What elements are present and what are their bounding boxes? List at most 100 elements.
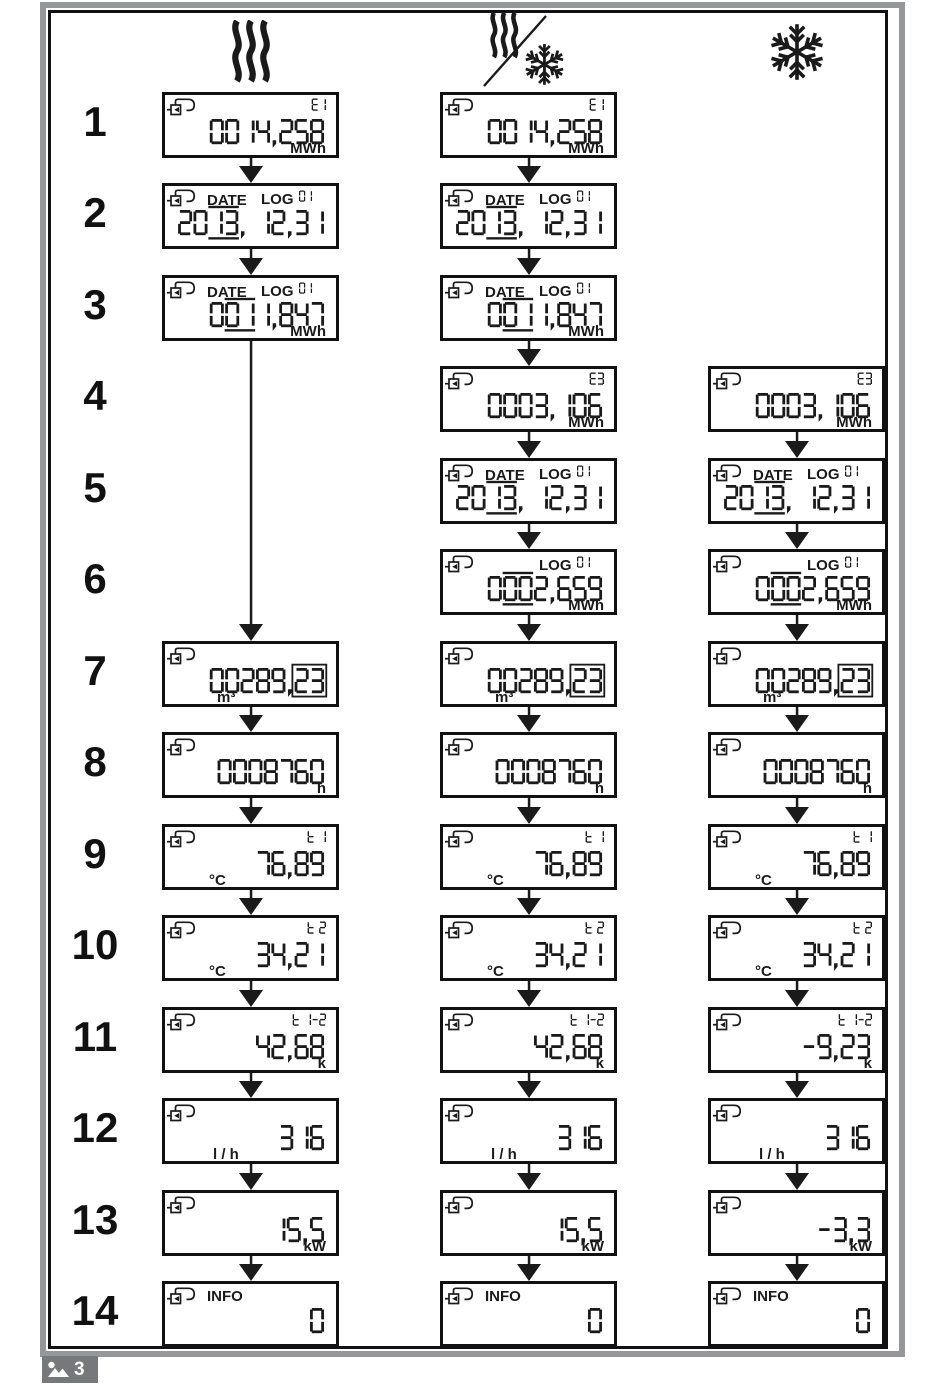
- lcd-screen: MWh: [167, 98, 326, 157]
- lcd-value: [209, 297, 325, 332]
- lcd-value: [487, 119, 603, 148]
- info-label: INFO: [485, 1288, 521, 1305]
- lcd-value: [281, 1125, 324, 1151]
- log-label: LOG: [539, 466, 572, 483]
- lcd-unit: MWh: [568, 323, 604, 338]
- lcd-screen: h: [713, 738, 872, 797]
- row-number-12: 12: [71, 1104, 119, 1151]
- flow-arrow: [784, 890, 810, 920]
- lcd-unit: m³: [495, 689, 513, 704]
- lcd-tag: [857, 372, 872, 385]
- flow-arrow: [784, 707, 810, 737]
- lcd-value: [755, 663, 874, 698]
- lcd-unit: kW: [304, 1238, 327, 1253]
- lcd-display-heating-cooling-row-12: l / h: [440, 1098, 617, 1164]
- lcd-unit: k: [318, 1055, 327, 1070]
- lcd-value: [487, 393, 603, 422]
- date-label: DATE: [485, 192, 525, 209]
- lcd-value: [755, 571, 871, 606]
- lcd-display-heating-cooling-row-9: °C: [440, 824, 617, 890]
- button-loop-icon: [167, 921, 196, 939]
- lcd-screen: m³: [445, 647, 606, 706]
- flow-arrow: [784, 1073, 810, 1103]
- lcd-display-cooling-row-7: m³: [708, 641, 885, 707]
- lcd-screen: kW: [445, 1196, 605, 1255]
- image-icon: [48, 1361, 69, 1377]
- button-loop-icon: [445, 555, 474, 573]
- button-loop-icon: [167, 1013, 196, 1031]
- row-number-4: 4: [83, 372, 107, 419]
- button-loop-icon: [713, 1013, 742, 1031]
- lcd-value: [257, 942, 325, 971]
- flow-arrow: [516, 1256, 542, 1286]
- button-loop-icon: [713, 1104, 742, 1122]
- lcd-unit: °C: [755, 963, 772, 978]
- lcd-unit: h: [863, 780, 872, 795]
- flow-arrow: [238, 707, 264, 737]
- lcd-display-heating-row-14: INFO: [162, 1281, 339, 1347]
- lcd-value: [559, 1125, 602, 1151]
- lcd-display-cooling-row-13: kW: [708, 1190, 885, 1256]
- heat-cool-icon: [483, 11, 564, 87]
- flow-arrow: [784, 1256, 810, 1286]
- lcd-unit: l / h: [491, 1146, 517, 1161]
- lcd-display-cooling-row-11: k: [708, 1007, 885, 1073]
- row-number-10: 10: [71, 921, 119, 968]
- figure-badge: 3: [42, 1356, 98, 1383]
- heat-waves-icon: [232, 19, 270, 83]
- lcd-display-cooling-row-9: °C: [708, 824, 885, 890]
- lcd-display-heating-row-1: MWh: [162, 92, 339, 158]
- button-loop-icon: [445, 1196, 474, 1214]
- lcd-unit: h: [317, 780, 326, 795]
- flow-arrow: [784, 1164, 810, 1195]
- button-loop-icon: [713, 830, 742, 848]
- row-number-9: 9: [83, 830, 107, 877]
- button-loop-icon: [167, 738, 196, 756]
- button-loop-icon: [445, 1013, 474, 1031]
- lcd-display-heating-cooling-row-11: k: [440, 1007, 617, 1073]
- snowflake-icon: [771, 24, 823, 80]
- flow-arrow: [238, 798, 264, 829]
- button-loop-icon: [167, 1287, 196, 1305]
- row-number-7: 7: [83, 647, 107, 694]
- flow-arrow: [238, 981, 264, 1012]
- lcd-display-cooling-row-4: MWh: [708, 366, 885, 432]
- lcd-unit: l / h: [759, 1146, 785, 1161]
- button-loop-icon: [713, 921, 742, 939]
- row-number-6: 6: [83, 555, 107, 602]
- lcd-unit: m³: [763, 689, 781, 704]
- lcd-value: [257, 851, 325, 880]
- button-loop-icon: [445, 372, 474, 390]
- lcd-display-heating-cooling-row-14: INFO: [440, 1281, 617, 1347]
- button-loop-icon: [713, 555, 742, 573]
- lcd-screen: k: [713, 1013, 873, 1072]
- lcd-value: [560, 1217, 603, 1246]
- log-number: [845, 465, 859, 477]
- lcd-screen: k: [167, 1013, 327, 1072]
- button-loop-icon: [167, 647, 196, 665]
- lcd-value: [534, 1034, 603, 1063]
- button-loop-icon: [713, 464, 742, 482]
- button-loop-icon: [167, 281, 196, 299]
- lcd-value: [256, 1034, 325, 1063]
- lcd-screen: l / h: [713, 1104, 870, 1163]
- button-loop-icon: [167, 189, 196, 207]
- lcd-value: [217, 759, 324, 785]
- lcd-display-heating-cooling-row-1: MWh: [440, 92, 617, 158]
- lcd-unit: °C: [209, 963, 226, 978]
- lcd-screen: MWh: [713, 372, 872, 431]
- lcd-value: [755, 393, 871, 422]
- lcd-screen: m³: [167, 647, 328, 706]
- lcd-value: [178, 205, 324, 240]
- lcd-tag: [853, 921, 872, 934]
- date-label: DATE: [207, 284, 247, 301]
- lcd-unit: MWh: [836, 414, 872, 429]
- lcd-screen: MWh: [445, 372, 604, 431]
- flow-arrow: [516, 524, 542, 554]
- lcd-display-cooling-row-14: INFO: [708, 1281, 885, 1347]
